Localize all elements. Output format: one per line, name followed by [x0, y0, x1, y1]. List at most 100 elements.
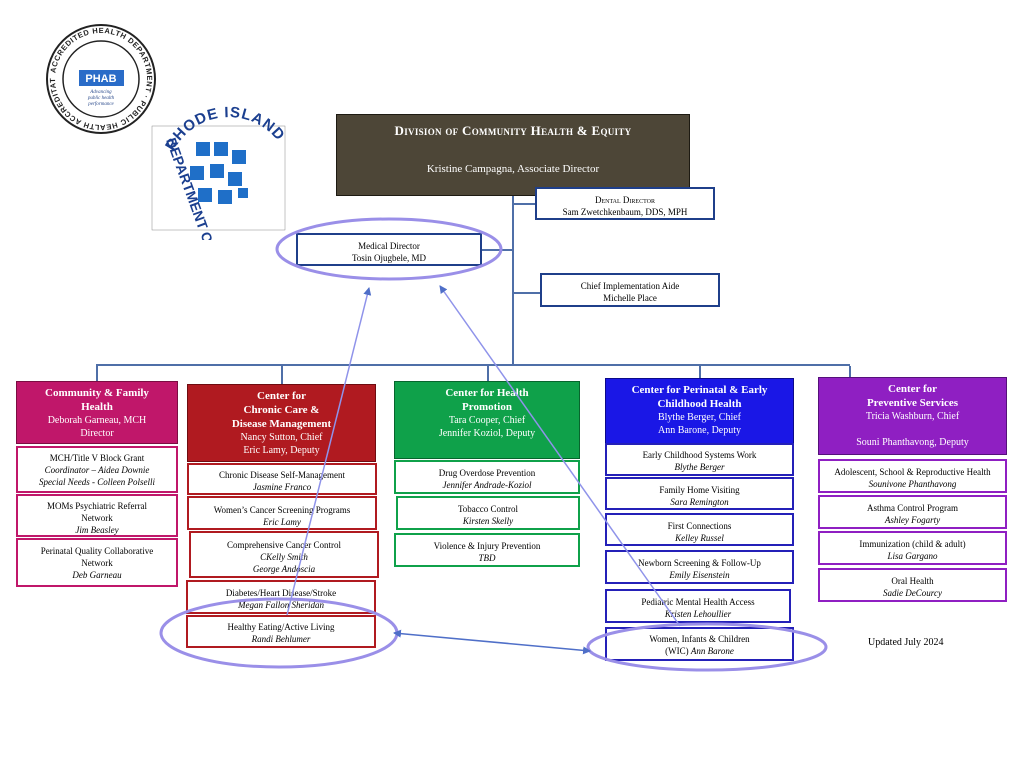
program-staff: Kristen Lehoullier — [664, 609, 732, 619]
updated-date: Updated July 2024 — [868, 637, 944, 648]
program-name: Early Childhood Systems Work — [642, 450, 757, 460]
col2-staff-line2: Eric Lamy, Deputy — [243, 445, 320, 456]
col2-head-line3: Disease Management — [231, 418, 332, 430]
program-staff: Eric Lamy — [263, 517, 301, 527]
program-name: Drug Overdose Prevention — [438, 468, 536, 478]
col3-staff-line2: Jennifer Koziol, Deputy — [438, 428, 536, 439]
col3-staff-line1: Tara Cooper, Chief — [448, 415, 526, 426]
col3-head-line1: Center for Health — [445, 387, 529, 399]
program-box: Pediatric Mental Health Access Kristen L… — [605, 589, 791, 623]
dental-title: Dental Director — [595, 195, 655, 205]
program-staff: Deb Garneau — [72, 570, 122, 580]
program-name: Violence & Injury Prevention — [433, 541, 541, 551]
program-staff: Randi Behlumer — [251, 634, 311, 644]
program-name: Family Home Visiting — [659, 485, 740, 495]
main-trunk — [512, 196, 514, 366]
program-box: Comprehensive Cancer Control CKelly Smit… — [189, 531, 379, 578]
program-box: Immunization (child & adult) Lisa Gargan… — [818, 531, 1007, 565]
center-bus — [96, 364, 850, 366]
program-name: First Connections — [667, 521, 732, 531]
col4-head-line2: Childhood Health — [657, 398, 742, 410]
col4-staff-line1: Blythe Berger, Chief — [657, 412, 741, 423]
arrow-healthy-eating-wic — [393, 629, 591, 655]
program-staff: CKelly Smith — [260, 552, 308, 562]
program-name: Adolescent, School & Reproductive Health — [834, 467, 991, 477]
svg-text:performance: performance — [87, 102, 114, 107]
program-box: Oral Health Sadie DeCourcy — [818, 568, 1007, 602]
program-name: MOMs Psychiatric Referral — [47, 501, 147, 511]
medical-director-box: Medical Director Tosin Ojugbele, MD — [296, 233, 482, 266]
program-staff: Ashley Fogarty — [884, 515, 941, 525]
col5-head-line2: Preventive Services — [866, 397, 959, 409]
medical-branch — [482, 249, 512, 251]
aide-box: Chief Implementation Aide Michelle Place — [540, 273, 720, 307]
col2-head-line1: Center for — [257, 390, 306, 402]
division-title: Division of Community Health & Equity — [394, 123, 632, 138]
program-box: MCH/Title V Block Grant Coordinator – Ai… — [16, 446, 178, 493]
col4-staff-line2: Ann Barone, Deputy — [657, 425, 742, 436]
program-staff: Ann Barone — [690, 646, 734, 656]
program-box: Women’s Cancer Screening Programs Eric L… — [187, 496, 377, 530]
program-box: Diabetes/Heart Disease/Stroke Megan Fall… — [186, 580, 376, 614]
program-name: Women, Infants & Children — [649, 634, 750, 644]
program-box: Tobacco Control Kirsten Skelly — [396, 496, 580, 530]
program-box: Perinatal Quality Collaborative Network … — [16, 538, 178, 587]
program-staff: George Andoscia — [252, 564, 316, 574]
col1-head-line2: Health — [81, 401, 113, 413]
program-name: Tobacco Control — [457, 504, 519, 514]
col5-staff-spacer — [819, 423, 1006, 436]
program-staff: Lisa Gargano — [887, 551, 938, 561]
col2-head-line2: Chronic Care & — [243, 404, 320, 416]
program-box: Asthma Control Program Ashley Fogarty — [818, 495, 1007, 529]
community-family-health-header: Community & Family Health Deborah Garnea… — [16, 381, 178, 444]
svg-text:public health: public health — [87, 96, 115, 101]
program-name: Diabetes/Heart Disease/Stroke — [225, 588, 337, 598]
program-staff: Megan Fallon Sheridan — [238, 600, 324, 610]
program-name: MCH/Title V Block Grant — [49, 453, 145, 463]
program-name: Oral Health — [891, 576, 934, 586]
division-box: Division of Community Health & Equity Kr… — [336, 114, 690, 196]
program-staff: TBD — [478, 553, 496, 563]
svg-text:PHAB: PHAB — [85, 73, 116, 85]
drop-col4 — [699, 366, 701, 378]
program-name: Network — [81, 558, 113, 568]
phab-seal-logo: ACCREDITED HEALTH DEPARTMENT · PUBLIC HE… — [0, 0, 156, 134]
program-name: Comprehensive Cancer Control — [227, 540, 341, 550]
program-staff: Kirsten Skelly — [462, 516, 514, 526]
program-box: Healthy Eating/Active Living Randi Behlu… — [186, 615, 376, 648]
col1-staff-line2: Director — [80, 428, 114, 439]
program-staff: Special Needs - Colleen Polselli — [39, 477, 155, 487]
program-box: MOMs Psychiatric Referral Network Jim Be… — [16, 494, 178, 537]
col5-staff-line1: Tricia Washburn, Chief — [865, 411, 960, 422]
ridoh-logo: RHODE ISLAND DEPARTMENT OF HEALTH — [151, 104, 287, 240]
drop-col5 — [849, 366, 851, 377]
drop-col2 — [281, 366, 283, 384]
program-staff: Sounivone Phanthavong — [868, 479, 957, 489]
program-name: Perinatal Quality Collaborative — [40, 546, 154, 556]
program-name: (WIC) — [665, 646, 691, 656]
col3-head-line2: Promotion — [462, 401, 512, 413]
col1-head-line1: Community & Family — [45, 387, 149, 399]
program-box: Drug Overdose Prevention Jennifer Andrad… — [394, 460, 580, 494]
program-name: Newborn Screening & Follow-Up — [638, 558, 761, 568]
program-name: Healthy Eating/Active Living — [227, 622, 335, 632]
program-staff: Sara Remington — [670, 497, 729, 507]
aide-branch — [514, 292, 540, 294]
health-promotion-header: Center for Health Promotion Tara Cooper,… — [394, 381, 580, 459]
logos-area: ACCREDITED HEALTH DEPARTMENT · PUBLIC HE… — [0, 0, 287, 240]
program-staff: Blythe Berger — [674, 462, 725, 472]
col2-staff-line1: Nancy Sutton, Chief — [240, 432, 323, 443]
aide-name: Michelle Place — [603, 293, 657, 303]
aide-title: Chief Implementation Aide — [580, 281, 680, 291]
col4-head-line1: Center for Perinatal & Early — [631, 384, 768, 396]
dental-name: Sam Zwetchkenbaum, DDS, MPH — [562, 207, 688, 217]
program-box: Women, Infants & Children (WIC) Ann Baro… — [605, 627, 794, 661]
program-name-with-staff: (WIC) Ann Barone — [607, 645, 792, 657]
program-name: Network — [81, 513, 113, 523]
program-box: Family Home Visiting Sara Remington — [605, 477, 794, 510]
program-staff: Emily Eisenstein — [669, 570, 730, 580]
col1-staff-line1: Deborah Garneau, MCH — [47, 415, 147, 426]
program-name: Women’s Cancer Screening Programs — [213, 505, 351, 515]
program-box: Early Childhood Systems Work Blythe Berg… — [605, 443, 794, 476]
drop-col1 — [96, 366, 98, 381]
